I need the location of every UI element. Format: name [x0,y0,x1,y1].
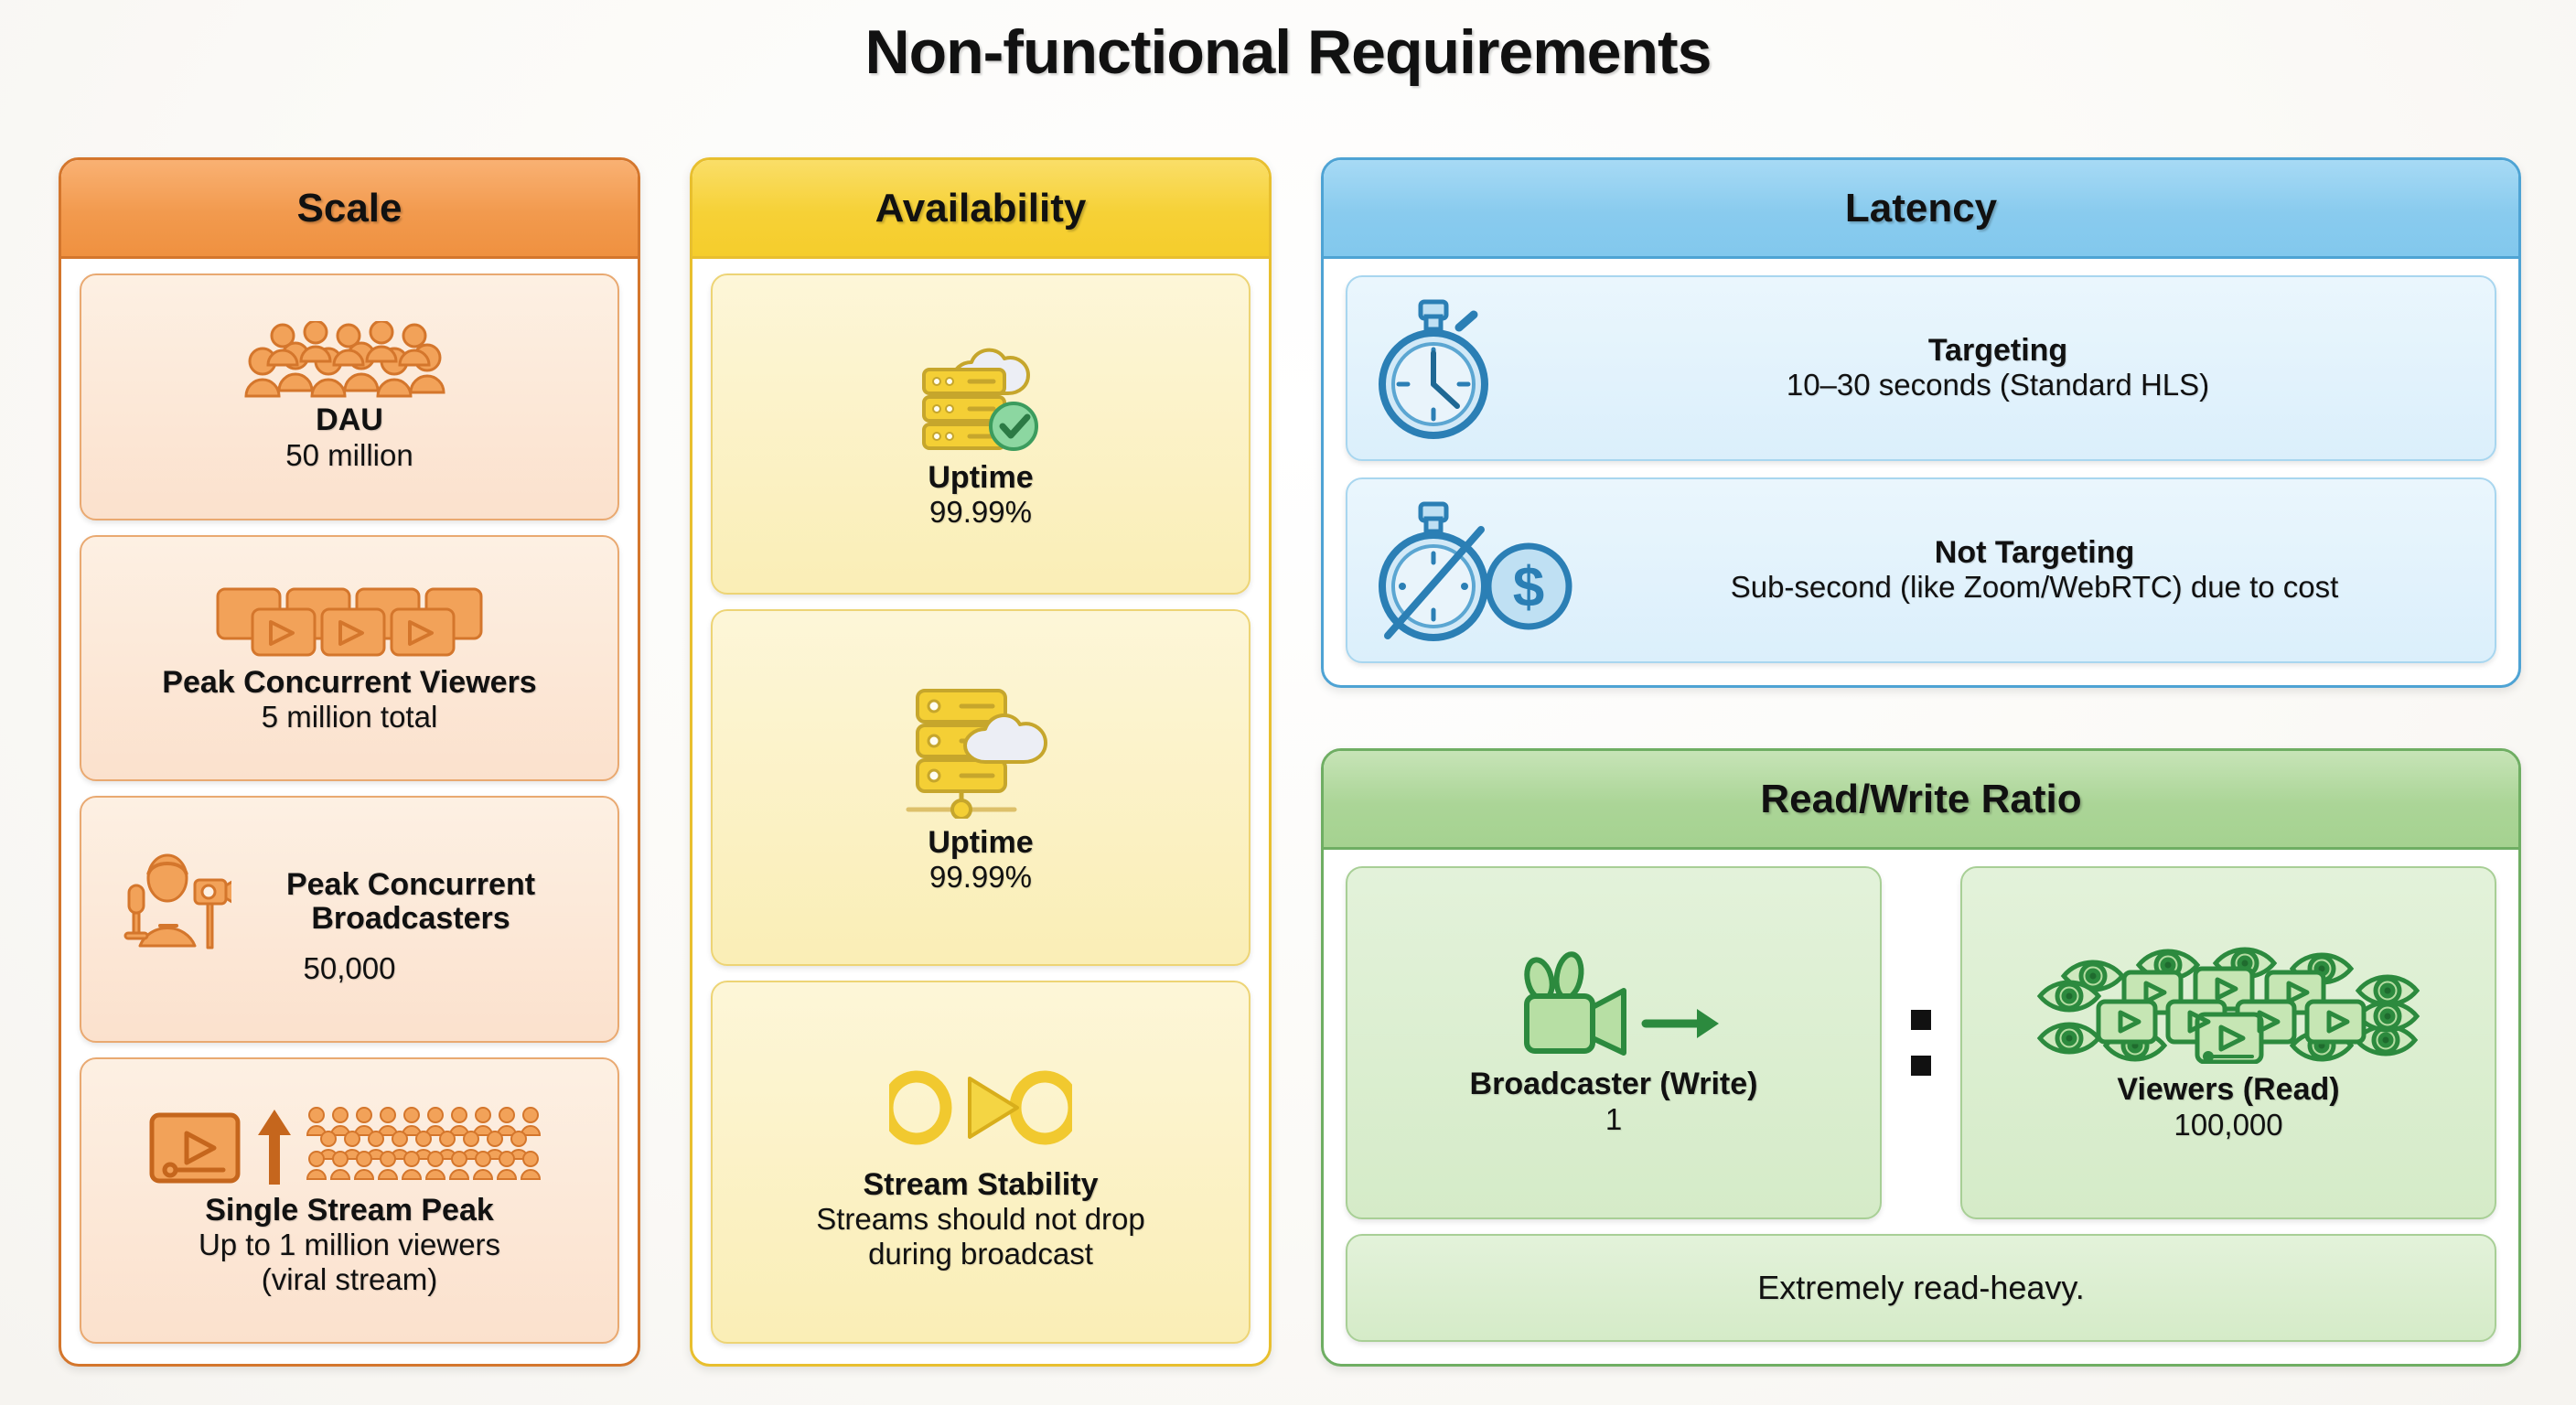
broadcaster-person-icon [123,853,231,951]
colon-dot-bottom [1911,1056,1931,1076]
card-peak-concurrent-broadcasters: Peak Concurrent Broadcasters 50,000 [80,796,619,1043]
card-broadcaster-write-value: 1 [1605,1101,1623,1136]
column-scale: Scale [59,157,640,1367]
card-peak-viewers-value: 5 million total [261,700,438,735]
single-stream-icon-row [146,1104,553,1190]
column-availability-body: Uptime 99.99% [692,259,1269,1364]
multi-video-player-icon [212,582,487,660]
server-cloud-check-icon [907,338,1054,454]
card-latency-not-targeting-value: Sub-second (like Zoom/WebRTC) due to cos… [1730,570,2339,605]
up-arrow-icon [254,1104,295,1190]
card-viewers-read: Viewers (Read) 100,000 [1960,866,2496,1219]
card-latency-not-targeting-text: Not Targeting Sub-second (like Zoom/WebR… [1594,534,2474,605]
card-single-stream-value2: (viral stream) [261,1262,438,1297]
card-latency-targeting-text: Targeting 10–30 seconds (Standard HLS) [1521,332,2474,402]
video-player-icon [146,1104,243,1190]
card-dau: DAU 50 million [80,273,619,520]
card-uptime-network-value: 99.99% [929,860,1032,895]
card-broadcaster-write: Broadcaster (Write) 1 [1346,866,1882,1219]
column-latency: Latency [1321,157,2521,688]
read-heavy-note-text: Extremely read-heavy. [1757,1269,2085,1307]
card-stream-stability: Stream Stability Streams should not drop… [711,981,1250,1344]
card-stream-stability-value: Streams should not drop [816,1202,1145,1237]
card-viewers-read-value: 100,000 [2174,1107,2283,1142]
column-read-write-body: Broadcaster (Write) 1 [1324,850,2518,1364]
viewers-eyes-icon [2036,943,2420,1065]
server-cloud-network-icon [894,681,1068,819]
card-broadcasters-value: 50,000 [303,951,396,986]
stopwatch-slash-cost-icon: $ [1368,499,1578,643]
column-read-write-header: Read/Write Ratio [1324,751,2518,850]
card-uptime-network-title: Uptime [928,824,1034,860]
card-peak-viewers-title: Peak Concurrent Viewers [162,664,537,700]
crowd-icon [235,321,464,400]
column-scale-body: DAU 50 million [61,259,638,1364]
column-scale-header: Scale [61,160,638,259]
infinity-play-icon [889,1053,1072,1163]
card-uptime-check-value: 99.99% [929,495,1032,530]
colon-dot-top [1911,1010,1931,1030]
card-read-heavy-note: Extremely read-heavy. [1346,1234,2496,1342]
ratio-separator-colon [1882,866,1960,1219]
card-stream-stability-title: Stream Stability [863,1167,1099,1203]
card-latency-targeting-value: 10–30 seconds (Standard HLS) [1786,368,2210,402]
card-peak-concurrent-viewers: Peak Concurrent Viewers 5 million total [80,534,619,782]
stopwatch-icon [1368,296,1505,441]
broadcaster-title-row: Peak Concurrent Broadcasters [123,853,575,951]
card-single-stream-title: Single Stream Peak [205,1192,494,1228]
card-viewers-read-title: Viewers (Read) [2117,1072,2340,1108]
page-title: Non-functional Requirements [864,17,1712,87]
column-availability-header: Availability [692,160,1269,259]
card-latency-targeting: Targeting 10–30 seconds (Standard HLS) [1346,275,2496,461]
card-latency-not-targeting-title: Not Targeting [1934,534,2135,570]
svg-text:$: $ [1513,556,1544,619]
card-latency-not-targeting: $ Not Targeting Sub-second (like Zoom/We… [1346,477,2496,663]
large-crowd-icon [306,1104,553,1190]
card-broadcaster-write-title: Broadcaster (Write) [1469,1067,1758,1102]
card-dau-title: DAU [316,402,383,438]
card-uptime-check-title: Uptime [928,459,1034,495]
card-broadcasters-title: Peak Concurrent Broadcasters [285,866,536,937]
card-uptime-check: Uptime 99.99% [711,273,1250,595]
card-single-stream-value: Up to 1 million viewers [198,1228,501,1262]
column-latency-header: Latency [1324,160,2518,259]
card-latency-targeting-title: Targeting [1927,332,2068,368]
card-dau-value: 50 million [285,437,413,472]
column-latency-body: Targeting 10–30 seconds (Standard HLS) [1324,259,2518,685]
column-availability: Availability [690,157,1272,1367]
card-single-stream-peak: Single Stream Peak Up to 1 million viewe… [80,1056,619,1344]
camcorder-arrow-icon [1499,949,1728,1058]
read-write-ratio-row: Broadcaster (Write) 1 [1346,866,2496,1219]
card-uptime-network: Uptime 99.99% [711,609,1250,967]
column-read-write-ratio: Read/Write Ratio [1321,748,2521,1367]
card-stream-stability-value2: during broadcast [868,1237,1093,1271]
